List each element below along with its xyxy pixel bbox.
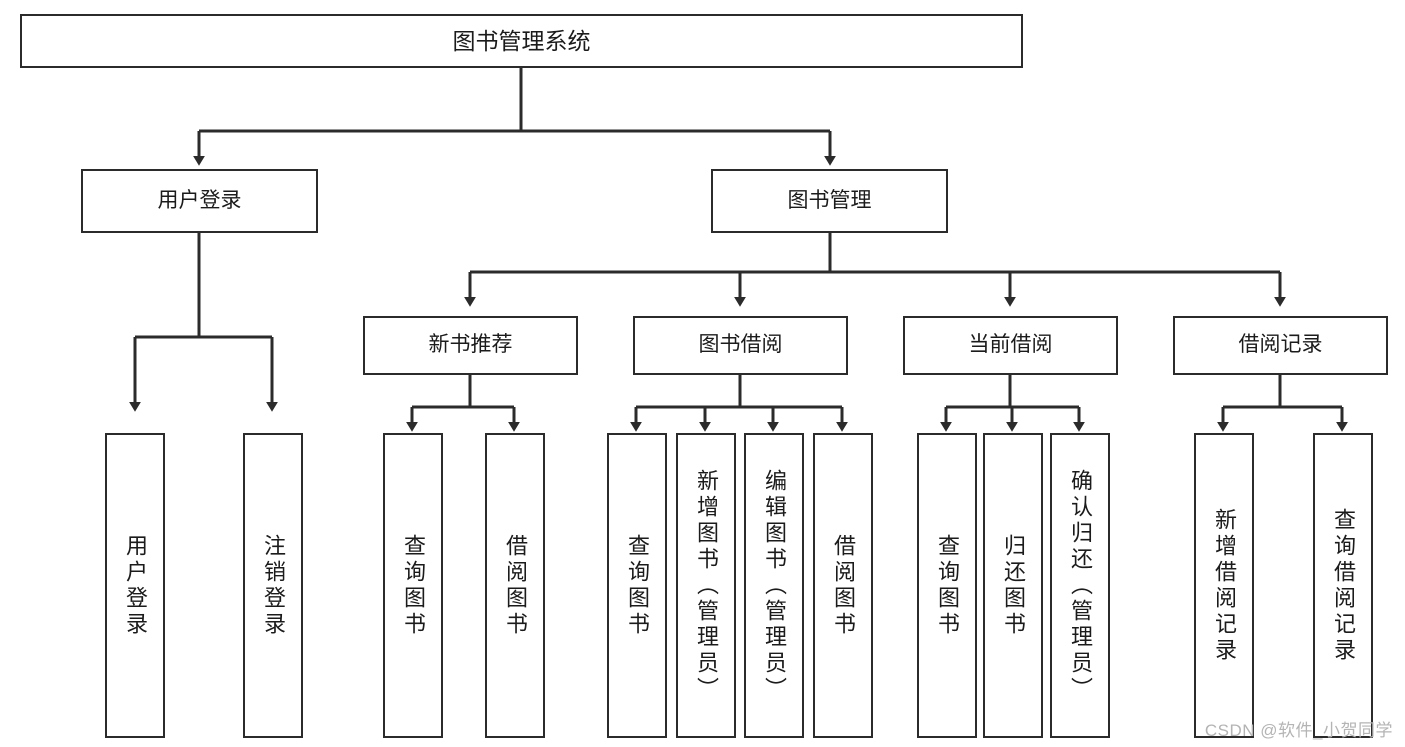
leaf-user-login-login: 用户登录 — [105, 433, 165, 738]
leaf-record-query-record: 查询借阅记录 — [1313, 433, 1373, 738]
leaf-recommend-query-book-label: 查询图书 — [401, 533, 426, 638]
leaf-recommend-query-book: 查询图书 — [383, 433, 443, 738]
node-new-book-recommend-label: 新书推荐 — [428, 333, 513, 357]
leaf-record-add-record-label: 新增借阅记录 — [1212, 507, 1237, 664]
node-book-management-label: 图书管理 — [787, 188, 872, 212]
leaf-current-query-book-label: 查询图书 — [935, 533, 960, 638]
leaf-recommend-borrow-book-label: 借阅图书 — [503, 533, 528, 638]
leaf-borrow-edit-book: 编辑图书（管理员） — [744, 433, 804, 738]
leaf-borrow-borrow-book: 借阅图书 — [813, 433, 873, 738]
node-current-borrow-label: 当前借阅 — [968, 333, 1053, 357]
node-book-borrow: 图书借阅 — [633, 316, 848, 375]
node-borrow-record: 借阅记录 — [1173, 316, 1388, 375]
leaf-borrow-edit-book-label: 编辑图书（管理员） — [762, 468, 787, 703]
leaf-current-query-book: 查询图书 — [917, 433, 977, 738]
leaf-user-login-logout-label: 注销登录 — [261, 533, 286, 638]
leaf-current-confirm-return-label: 确认归还（管理员） — [1068, 468, 1093, 703]
leaf-record-add-record: 新增借阅记录 — [1194, 433, 1254, 738]
node-book-management: 图书管理 — [711, 169, 948, 233]
node-root: 图书管理系统 — [20, 14, 1023, 68]
leaf-current-confirm-return: 确认归还（管理员） — [1050, 433, 1110, 738]
leaf-borrow-borrow-book-label: 借阅图书 — [831, 533, 856, 638]
node-current-borrow: 当前借阅 — [903, 316, 1118, 375]
leaf-user-login-login-label: 用户登录 — [123, 533, 148, 638]
watermark: CSDN @软件_小贺同学 — [1204, 721, 1393, 740]
leaf-record-query-record-label: 查询借阅记录 — [1331, 507, 1356, 664]
leaf-recommend-borrow-book: 借阅图书 — [485, 433, 545, 738]
node-borrow-record-label: 借阅记录 — [1238, 333, 1323, 357]
leaf-user-login-logout: 注销登录 — [243, 433, 303, 738]
node-new-book-recommend: 新书推荐 — [363, 316, 578, 375]
node-root-label: 图书管理系统 — [452, 27, 591, 54]
leaf-borrow-add-book: 新增图书（管理员） — [676, 433, 736, 738]
node-user-login: 用户登录 — [81, 169, 318, 233]
leaf-borrow-add-book-label: 新增图书（管理员） — [694, 468, 719, 703]
node-book-borrow-label: 图书借阅 — [698, 333, 783, 357]
leaf-current-return-book-label: 归还图书 — [1001, 533, 1026, 638]
leaf-borrow-query-book: 查询图书 — [607, 433, 667, 738]
node-user-login-label: 用户登录 — [157, 188, 242, 212]
leaf-borrow-query-book-label: 查询图书 — [625, 533, 650, 638]
leaf-current-return-book: 归还图书 — [983, 433, 1043, 738]
